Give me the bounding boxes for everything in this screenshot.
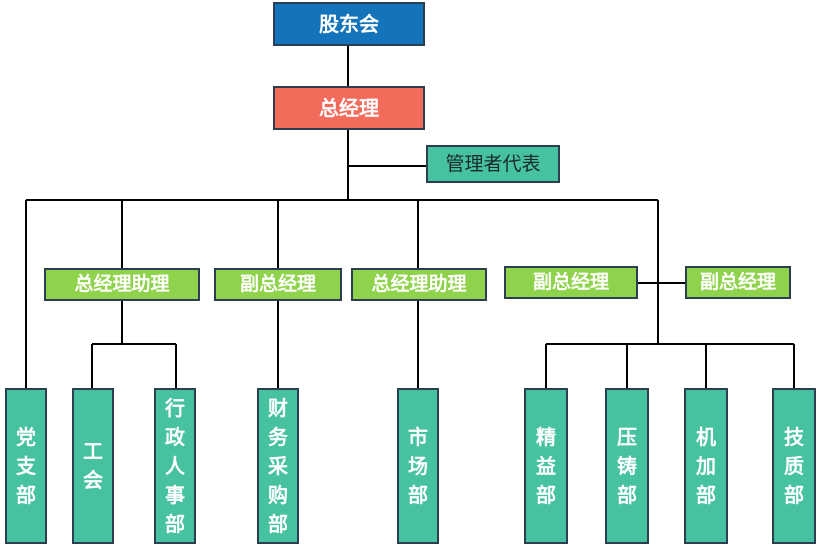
dept-machining-label: 机加部 bbox=[696, 424, 716, 507]
dept-admin-hr-label: 行政人事部 bbox=[165, 395, 185, 536]
dept-market: 市场部 bbox=[397, 388, 439, 544]
dept-party: 党支部 bbox=[5, 388, 47, 544]
dept-quality-label: 技质部 bbox=[784, 424, 804, 507]
dept-finance-purchase-label: 财务采购部 bbox=[268, 395, 288, 536]
dept-casting-label: 压铸部 bbox=[617, 424, 637, 507]
dept-party-label: 党支部 bbox=[16, 424, 36, 507]
dept-admin-hr: 行政人事部 bbox=[154, 388, 196, 544]
dept-precision: 精益部 bbox=[524, 388, 568, 544]
deputy-node-1: 副总经理 bbox=[214, 268, 342, 301]
dept-market-label: 市场部 bbox=[408, 424, 428, 507]
deputy-node-3: 副总经理 bbox=[685, 266, 791, 299]
assistant-node-1: 总经理助理 bbox=[44, 268, 200, 301]
dept-machining: 机加部 bbox=[684, 388, 728, 544]
dept-precision-label: 精益部 bbox=[536, 424, 556, 507]
deputy-node-2: 副总经理 bbox=[504, 266, 638, 299]
board-node: 股东会 bbox=[273, 2, 425, 46]
management-rep-node: 管理者代表 bbox=[426, 145, 560, 183]
ceo-node: 总经理 bbox=[273, 86, 425, 130]
dept-union-label: 工会 bbox=[83, 439, 103, 492]
assistant-node-2: 总经理助理 bbox=[351, 268, 487, 301]
dept-finance-purchase: 财务采购部 bbox=[257, 388, 299, 544]
dept-casting: 压铸部 bbox=[605, 388, 649, 544]
dept-union: 工会 bbox=[72, 388, 114, 544]
dept-quality: 技质部 bbox=[772, 388, 816, 544]
